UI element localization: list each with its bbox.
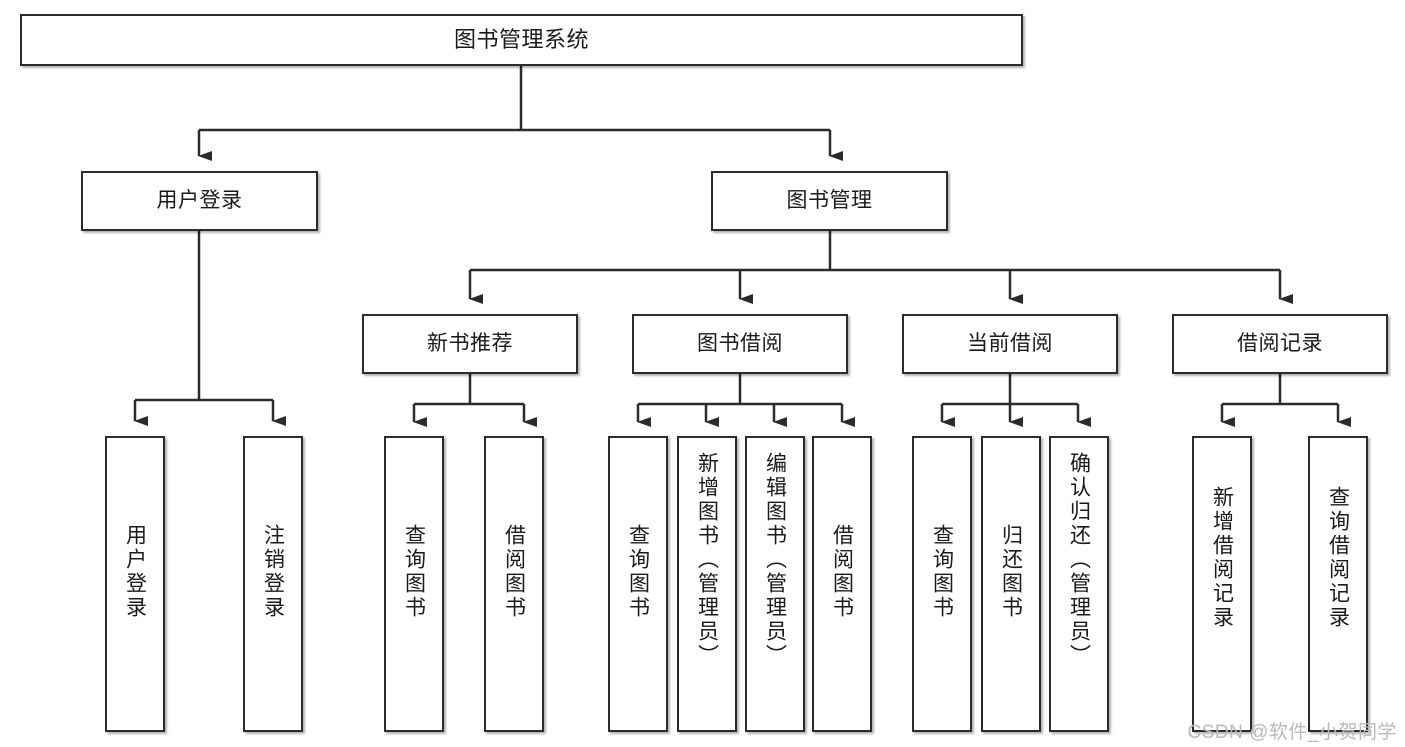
- node-leaf-query-book-1-label: 查询图书: [402, 524, 426, 620]
- node-leaf-edit-book-label: 编辑图书（管理员）: [763, 452, 787, 668]
- node-leaf-query-book-3-label: 查询图书: [930, 524, 954, 620]
- node-leaf-return-book[interactable]: 归还图书: [981, 436, 1041, 732]
- node-leaf-confirm-return-label: 确认归还（管理员）: [1067, 452, 1091, 668]
- node-book-manage-label: 图书管理: [786, 188, 873, 212]
- node-leaf-add-book-label: 新增图书（管理员）: [695, 452, 719, 668]
- node-leaf-edit-book[interactable]: 编辑图书（管理员）: [745, 436, 805, 732]
- node-leaf-add-record-label: 新增借阅记录: [1210, 486, 1234, 630]
- node-leaf-query-record-label: 查询借阅记录: [1326, 486, 1350, 630]
- node-new-book-recommend-label: 新书推荐: [427, 331, 513, 355]
- node-leaf-borrow-book-1-label: 借阅图书: [502, 524, 526, 620]
- node-leaf-add-record[interactable]: 新增借阅记录: [1192, 436, 1252, 732]
- node-current-borrow-label: 当前借阅: [967, 331, 1053, 355]
- node-book-borrow-label: 图书借阅: [697, 331, 783, 355]
- node-leaf-add-book[interactable]: 新增图书（管理员）: [677, 436, 737, 732]
- node-leaf-query-book-2[interactable]: 查询图书: [608, 436, 668, 732]
- node-new-book-recommend[interactable]: 新书推荐: [362, 314, 578, 374]
- node-leaf-user-login[interactable]: 用户登录: [105, 436, 165, 732]
- node-book-borrow[interactable]: 图书借阅: [632, 314, 848, 374]
- node-leaf-borrow-book-1[interactable]: 借阅图书: [484, 436, 544, 732]
- csdn-watermark: CSDN @软件_小贺同学: [1187, 722, 1397, 743]
- node-leaf-logout[interactable]: 注销登录: [243, 436, 303, 732]
- node-leaf-query-record[interactable]: 查询借阅记录: [1308, 436, 1368, 732]
- node-user-login-label: 用户登录: [156, 188, 243, 212]
- node-root[interactable]: 图书管理系统: [20, 14, 1023, 66]
- node-leaf-query-book-3[interactable]: 查询图书: [912, 436, 972, 732]
- node-leaf-return-book-label: 归还图书: [999, 524, 1023, 620]
- node-leaf-confirm-return[interactable]: 确认归还（管理员）: [1049, 436, 1109, 732]
- node-current-borrow[interactable]: 当前借阅: [902, 314, 1118, 374]
- node-user-login[interactable]: 用户登录: [81, 171, 318, 231]
- node-borrow-record[interactable]: 借阅记录: [1172, 314, 1388, 374]
- node-leaf-user-login-label: 用户登录: [123, 524, 147, 620]
- node-root-label: 图书管理系统: [453, 27, 589, 53]
- node-leaf-logout-label: 注销登录: [261, 524, 285, 620]
- node-book-manage[interactable]: 图书管理: [711, 171, 948, 231]
- node-leaf-borrow-book-2[interactable]: 借阅图书: [812, 436, 872, 732]
- node-leaf-query-book-2-label: 查询图书: [626, 524, 650, 620]
- node-borrow-record-label: 借阅记录: [1237, 331, 1323, 355]
- node-leaf-borrow-book-2-label: 借阅图书: [830, 524, 854, 620]
- node-leaf-query-book-1[interactable]: 查询图书: [384, 436, 444, 732]
